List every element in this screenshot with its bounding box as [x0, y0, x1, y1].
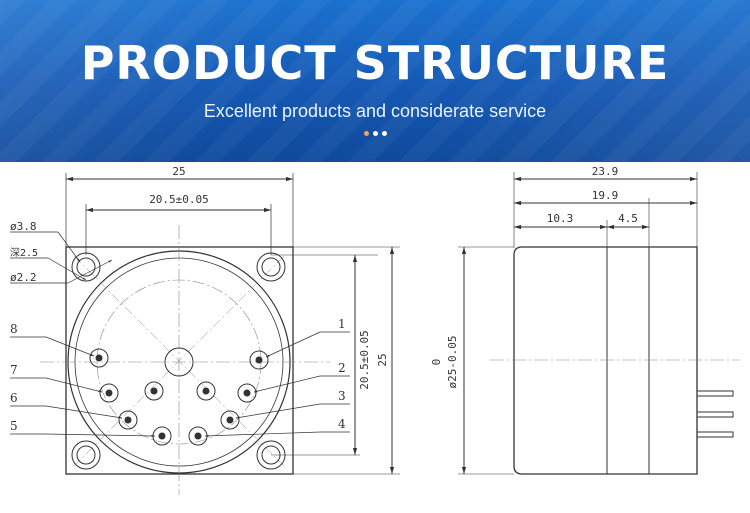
- pin-label-5: 5: [10, 419, 18, 433]
- pin-label-7: 7: [10, 363, 18, 377]
- page-title: PRODUCT STRUCTURE: [80, 36, 670, 90]
- header-banner: PRODUCT STRUCTURE Excellent products and…: [0, 0, 750, 162]
- side-view: [458, 172, 740, 475]
- pin-label-8: 8: [10, 322, 18, 336]
- pin-label-3: 3: [338, 389, 346, 403]
- dim-diameter-label: ø25-0.05: [446, 336, 459, 389]
- mounting-hole: [256, 252, 286, 282]
- dim-width-label: 25: [172, 165, 185, 178]
- center-boss: [164, 347, 194, 377]
- dim-hole-spacing-label: 20.5±0.05: [149, 193, 209, 206]
- dim-segment-b-label: 4.5: [618, 212, 638, 225]
- right-leaders: [204, 331, 350, 437]
- dim-diameter-tolerance: 0: [430, 359, 443, 366]
- dim-hole-spacing-v-label: 20.5±0.05: [358, 330, 371, 390]
- dim-height-label: 25: [376, 353, 389, 366]
- pin-diameter-label: ø2.2: [10, 271, 37, 284]
- page-subtitle: Excellent products and considerate servi…: [203, 101, 547, 121]
- hole-diameter-label: ø3.8: [10, 220, 37, 233]
- side-pins: [696, 390, 734, 438]
- dim-body-length-label: 19.9: [592, 189, 619, 202]
- mounting-hole: [71, 252, 101, 282]
- front-view: [10, 173, 400, 495]
- counterbore-label: 深2.5: [10, 247, 38, 259]
- front-square-body: [65, 246, 294, 475]
- pin-label-6: 6: [10, 391, 18, 405]
- dim-total-length-label: 23.9: [592, 165, 619, 178]
- dot-white: [372, 131, 378, 136]
- mounting-hole: [71, 440, 101, 470]
- dot-white: [381, 131, 387, 136]
- dim-segment-a-label: 10.3: [547, 212, 574, 225]
- pin-label-4: 4: [338, 417, 346, 431]
- dot-accent: [363, 131, 369, 136]
- decorative-dots: [0, 131, 750, 136]
- pin-label-1: 1: [338, 317, 346, 331]
- side-body: [513, 246, 698, 475]
- left-leaders: [10, 231, 156, 437]
- pin-label-2: 2: [338, 361, 346, 375]
